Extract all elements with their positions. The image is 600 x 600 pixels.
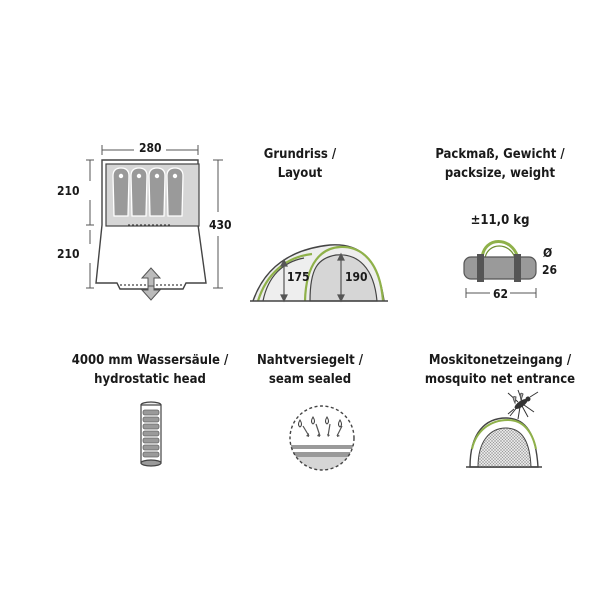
pack-title-line2: packsize, weight xyxy=(444,166,556,181)
seam-title-line1: Nahtversiegelt / xyxy=(256,353,364,368)
height-high-label: 190 xyxy=(345,270,368,284)
sleeping-bags xyxy=(112,167,184,217)
tent-pole-main xyxy=(303,245,385,302)
floorplan-inner-depth-label: 210 xyxy=(57,184,80,198)
tent-pole-front xyxy=(256,252,313,302)
floorplan-total-length-label: 430 xyxy=(209,218,232,232)
sleeping-bag xyxy=(148,167,166,217)
mosquito-title-line1: Moskitonetzeingang / xyxy=(428,353,572,368)
entrance-arrow-icon xyxy=(140,267,162,301)
pack-title-line1: Packmaß, Gewicht / xyxy=(435,147,565,162)
mosquito-icon xyxy=(507,389,539,420)
sleeping-bag xyxy=(130,167,148,217)
layout-title-line1: Grundriss / xyxy=(263,147,337,162)
seam-title-line2: seam sealed xyxy=(268,372,352,387)
floorplan-outer-depth-label: 210 xyxy=(57,247,80,261)
hydrostatic-title-line1: 4000 mm Wassersäule / xyxy=(71,353,229,368)
tent-inner-section xyxy=(309,254,378,302)
seam-icon-border xyxy=(289,405,355,471)
floorplan-width-label: 280 xyxy=(139,141,162,155)
bag-handle xyxy=(480,240,520,259)
mosquito-mesh xyxy=(477,427,532,468)
pack-length-label: 62 xyxy=(493,287,509,301)
pack-diameter-symbol: Ø xyxy=(543,246,553,260)
sleeping-bag xyxy=(112,167,130,217)
hydrostatic-title-line2: hydrostatic head xyxy=(94,372,206,387)
mosquito-title-line2: mosquito net entrance xyxy=(424,372,576,387)
layout-title-line2: Layout xyxy=(277,166,323,181)
pack-diameter-label: 26 xyxy=(542,263,558,277)
height-low-label: 175 xyxy=(287,270,310,284)
sleeping-bag xyxy=(166,167,184,217)
pack-weight-label: ±11,0 kg xyxy=(470,213,530,228)
